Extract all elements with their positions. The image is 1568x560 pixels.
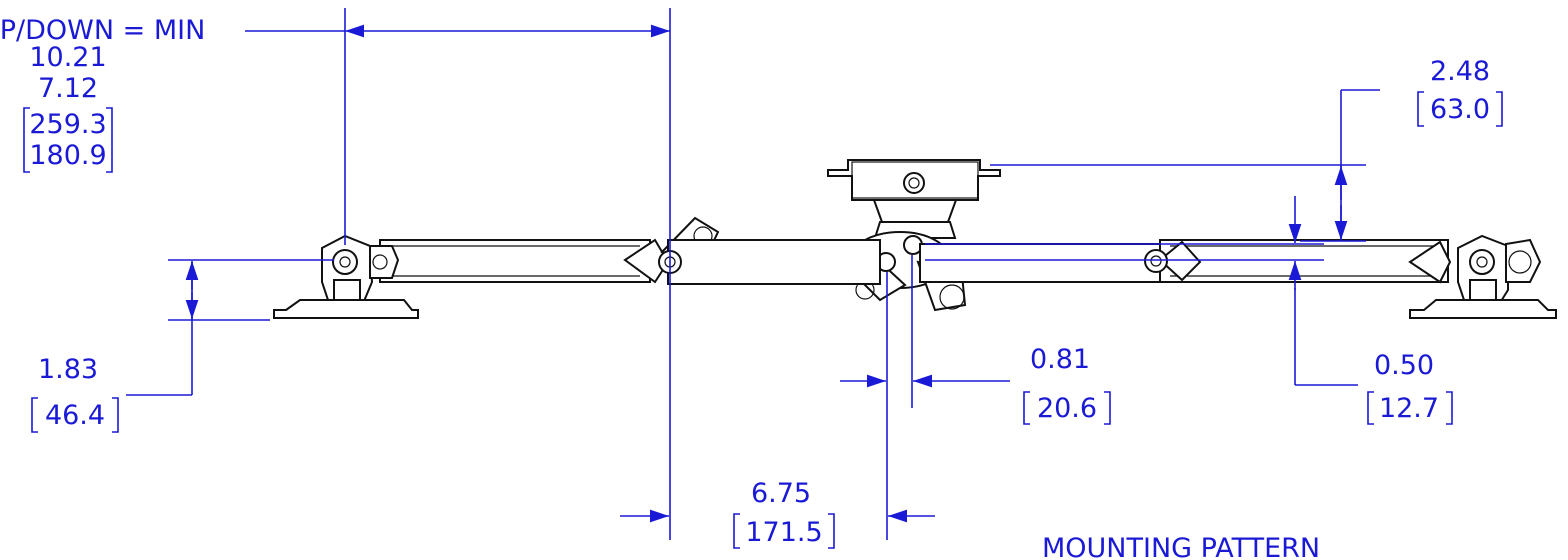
dimension-center: 6.75 171.5 [620,478,935,549]
left-height-mm: 46.4 [45,400,105,431]
mounting-pattern-label: MOUNTING PATTERN [1042,533,1320,560]
arm-offset-in: 0.50 [1374,350,1434,381]
top-offset-in: 2.48 [1430,56,1490,87]
center-in: 6.75 [751,478,811,509]
mount-assembly [273,159,1557,319]
right-monitor-bracket [1409,234,1557,319]
dimension-arm-offset: 0.50 12.7 [925,196,1453,425]
ceiling-mount-block [827,159,1001,239]
gap-in: 0.81 [1030,344,1090,375]
travel-min-in: 7.12 [38,73,98,104]
travel-max-in: 10.21 [29,42,106,73]
top-offset-mm: 63.0 [1430,94,1490,125]
right-arm [919,239,1452,284]
gap-mm: 20.6 [1037,393,1097,424]
dimension-top-offset: 2.48 63.0 [990,56,1503,242]
left-height-in: 1.83 [38,354,98,385]
left-monitor-bracket [273,234,419,319]
travel-label: UP/DOWN = MIN [0,15,205,46]
travel-min-mm: 180.9 [29,140,106,171]
dimension-gap: 0.81 20.6 [840,255,1111,540]
travel-max-mm: 259.3 [29,109,106,140]
arm-offset-mm: 12.7 [1379,393,1439,424]
dimension-left-height: 1.83 46.4 [31,259,334,433]
dimension-travel: UP/DOWN = MIN 10.21 7.12 259.3 180.9 [0,8,671,540]
center-mm: 171.5 [745,517,822,548]
left-arm [376,216,881,285]
